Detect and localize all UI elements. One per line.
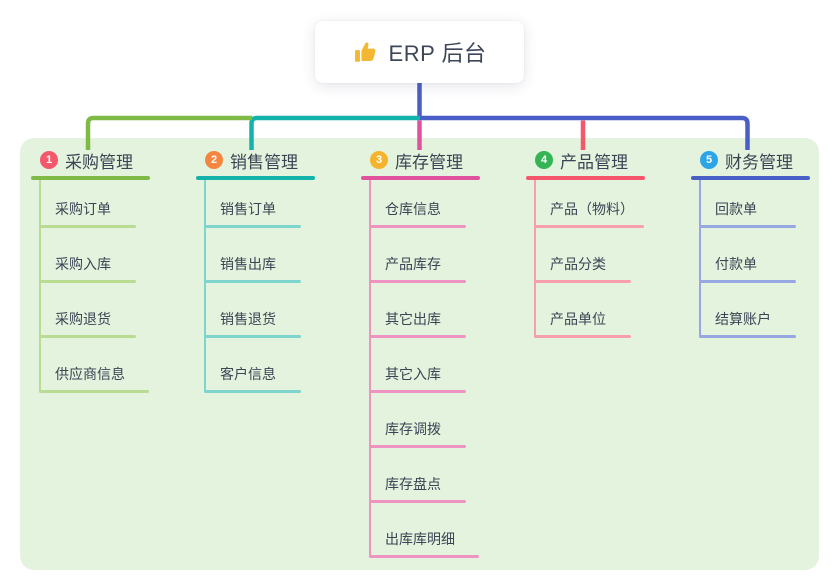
branch-number-badge: 2 [205, 151, 223, 169]
branch-items: 仓库信息 产品库存 其它出库 其它入库 库存调拨 库存盘点 [360, 180, 492, 558]
node-underline [699, 280, 796, 283]
branch-inventory: 3 库存管理 仓库信息 产品库存 其它出库 其它入库 库存调拨 [360, 149, 492, 558]
node-label: 其它出库 [385, 311, 441, 327]
mindmap-node[interactable]: 采购订单 [30, 180, 162, 228]
branches-panel [20, 138, 819, 570]
branch-items: 回款单 付款单 结算账户 [690, 180, 822, 338]
branch-number-badge: 5 [700, 151, 718, 169]
branch-underline [196, 176, 315, 180]
node-label: 出库库明细 [385, 531, 455, 547]
node-underline [534, 335, 631, 338]
node-label: 采购订单 [55, 201, 111, 217]
branch-inventory-header[interactable]: 3 库存管理 [360, 149, 492, 172]
root-node-title: ERP 后台 [388, 41, 487, 66]
node-label: 销售退货 [220, 311, 276, 327]
mindmap-node[interactable]: 付款单 [690, 228, 822, 283]
branch-sales: 2 销售管理 销售订单 销售出库 销售退货 客户信息 [195, 149, 327, 393]
node-underline [369, 280, 466, 283]
node-underline [369, 335, 466, 338]
branch-product-header[interactable]: 4 产品管理 [525, 149, 657, 172]
mindmap-node[interactable]: 其它出库 [360, 283, 492, 338]
branch-underline [361, 176, 480, 180]
node-label: 产品单位 [550, 311, 606, 327]
node-underline [699, 225, 796, 228]
node-label: 产品库存 [385, 256, 441, 272]
mindmap-node[interactable]: 采购入库 [30, 228, 162, 283]
node-label: 产品分类 [550, 256, 606, 272]
branch-label: 销售管理 [230, 152, 298, 172]
node-label: 付款单 [715, 256, 757, 272]
node-underline [39, 335, 136, 338]
mindmap-node[interactable]: 产品分类 [525, 228, 657, 283]
mindmap-node[interactable]: 库存盘点 [360, 448, 492, 503]
node-underline [699, 335, 796, 338]
mindmap-node[interactable]: 其它入库 [360, 338, 492, 393]
branch-label: 库存管理 [395, 152, 463, 172]
mindmap-node[interactable]: 销售退货 [195, 283, 327, 338]
branch-underline [691, 176, 810, 180]
branch-sales-header[interactable]: 2 销售管理 [195, 149, 327, 172]
mindmap-node[interactable]: 供应商信息 [30, 338, 162, 393]
branch-underline [31, 176, 150, 180]
node-underline [369, 390, 466, 393]
node-underline [39, 225, 136, 228]
mindmap-node[interactable]: 销售出库 [195, 228, 327, 283]
node-underline [204, 280, 301, 283]
mindmap-node[interactable]: 回款单 [690, 180, 822, 228]
node-underline [39, 390, 149, 393]
branch-number-badge: 3 [370, 151, 388, 169]
mindmap-node[interactable]: 产品库存 [360, 228, 492, 283]
node-underline [204, 390, 301, 393]
node-label: 其它入库 [385, 366, 441, 382]
branch-label: 财务管理 [725, 152, 793, 172]
branch-underline [526, 176, 645, 180]
branch-finance-header[interactable]: 5 财务管理 [690, 149, 822, 172]
branch-procurement: 1 采购管理 采购订单 采购入库 采购退货 供应商信息 [30, 149, 162, 393]
mindmap-node[interactable]: 仓库信息 [360, 180, 492, 228]
mindmap-node[interactable]: 采购退货 [30, 283, 162, 338]
root-node[interactable]: ERP 后台 [315, 21, 524, 83]
node-underline [369, 225, 466, 228]
mindmap-node[interactable]: 产品（物料） [525, 180, 657, 228]
node-underline [369, 445, 466, 448]
mindmap-node[interactable]: 结算账户 [690, 283, 822, 338]
branch-items: 销售订单 销售出库 销售退货 客户信息 [195, 180, 327, 393]
node-label: 采购入库 [55, 256, 111, 272]
node-underline [534, 280, 631, 283]
node-underline [39, 280, 136, 283]
branch-number-badge: 1 [40, 151, 58, 169]
mindmap-node[interactable]: 库存调拨 [360, 393, 492, 448]
thumbs-up-icon [353, 39, 379, 65]
branch-label: 采购管理 [65, 152, 133, 172]
mindmap-node[interactable]: 出库库明细 [360, 503, 492, 558]
mindmap-node[interactable]: 产品单位 [525, 283, 657, 338]
node-label: 仓库信息 [385, 201, 441, 217]
branch-items: 产品（物料） 产品分类 产品单位 [525, 180, 657, 338]
node-underline [204, 225, 301, 228]
branch-label: 产品管理 [560, 152, 628, 172]
node-underline [369, 555, 479, 558]
node-label: 客户信息 [220, 366, 276, 382]
branch-procurement-header[interactable]: 1 采购管理 [30, 149, 162, 172]
node-label: 采购退货 [55, 311, 111, 327]
branch-items: 采购订单 采购入库 采购退货 供应商信息 [30, 180, 162, 393]
node-label: 库存调拨 [385, 421, 441, 437]
mindmap-node[interactable]: 客户信息 [195, 338, 327, 393]
node-label: 结算账户 [715, 311, 771, 327]
node-underline [534, 225, 644, 228]
node-underline [204, 335, 301, 338]
node-label: 销售订单 [220, 201, 276, 217]
node-label: 供应商信息 [55, 366, 125, 382]
branch-product: 4 产品管理 产品（物料） 产品分类 产品单位 [525, 149, 657, 338]
node-label: 产品（物料） [550, 201, 634, 217]
node-label: 回款单 [715, 201, 757, 217]
node-underline [369, 500, 466, 503]
mindmap-node[interactable]: 销售订单 [195, 180, 327, 228]
branch-number-badge: 4 [535, 151, 553, 169]
node-label: 销售出库 [220, 256, 276, 272]
branch-finance: 5 财务管理 回款单 付款单 结算账户 [690, 149, 822, 338]
node-label: 库存盘点 [385, 476, 441, 492]
